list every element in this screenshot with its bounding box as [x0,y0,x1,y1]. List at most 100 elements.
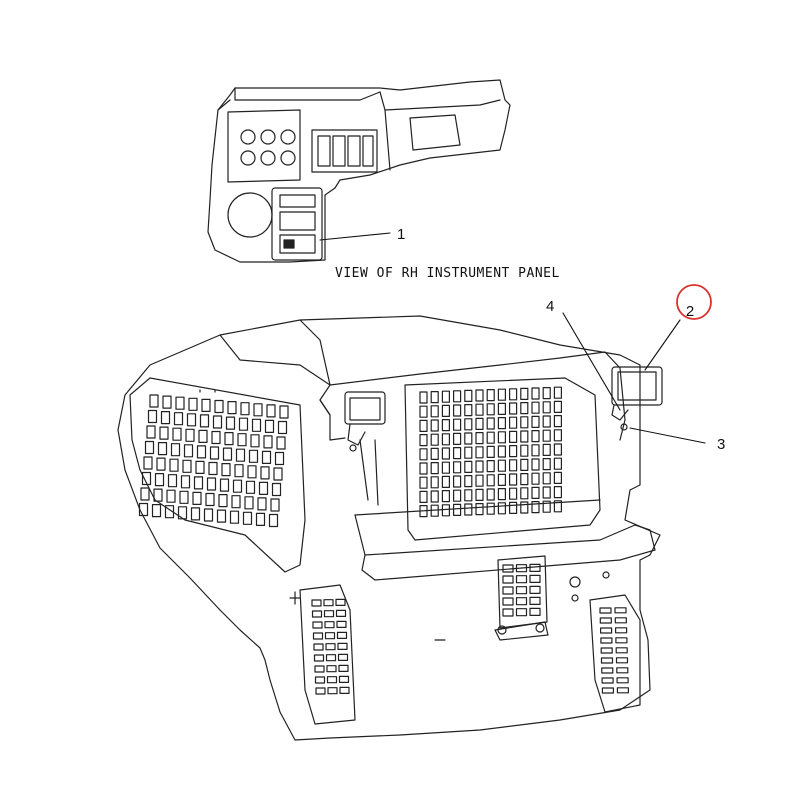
grille-slot [336,631,348,640]
grille-slot [255,512,266,527]
grille-slot [486,417,495,430]
grille-slot [264,419,275,433]
rear-window-grille [419,386,563,518]
grille-slot [324,621,335,629]
grille-slot [509,388,518,401]
grille-slot [160,411,171,425]
grille-slot [238,417,249,431]
grille-slot [203,508,214,522]
panel-caption: VIEW OF RH INSTRUMENT PANEL [335,266,560,281]
grille-slot [276,436,286,450]
grille-slot [146,425,156,439]
grille-slot [441,504,450,517]
grille-slot [209,446,220,460]
callout-1: 1 [397,226,405,243]
grille-slot [441,461,450,474]
grille-slot [464,503,473,516]
grille-slot [277,420,288,435]
grille-slot [338,664,349,673]
grille-slot [600,657,614,664]
grille-slot [190,507,201,521]
grille-slot [430,433,439,446]
callout-2: 2 [686,303,694,320]
grille-slot [464,460,473,473]
grille-slot [599,627,613,634]
grille-slot [615,657,629,664]
grille-slot [138,502,149,517]
grille-slot [553,457,563,470]
leader-line-3 [629,427,706,444]
callout-4: 4 [546,298,554,315]
grille-slot [173,412,184,426]
grille-slot [614,607,627,614]
grille-slot [225,416,236,430]
grille-slot [453,475,462,488]
grille-slot [531,387,540,400]
grille-slot [195,460,205,474]
grille-slot [441,390,450,403]
grille-slot [553,400,563,413]
grille-slot [542,429,551,442]
work-light [611,366,663,431]
grille-slot [441,475,450,488]
grille-slot [502,575,514,584]
grille-slot [520,444,529,457]
grille-slot [141,471,152,486]
grille-slot [326,676,338,684]
grille-slot [475,503,484,516]
grille-slot [509,473,518,486]
grille-slot [419,419,428,432]
grille-slot [313,654,325,662]
grille-slot [179,490,189,504]
grille-slot [599,617,612,624]
grille-slot [260,466,270,480]
grille-slot [614,627,628,634]
grille-slot [337,642,348,651]
grille-slot [515,586,528,595]
grille-slot [615,647,628,654]
grille-slot [237,433,247,447]
grille-slot [553,415,563,428]
grille-slot [151,504,162,518]
grille-slot [542,401,551,414]
grille-slot [497,388,506,401]
grille-slot [234,464,244,478]
grille-slot [229,510,240,524]
grille-slot [515,597,528,606]
grille-slot [312,632,324,640]
machine-rear-view [117,315,663,741]
grille-slot [419,405,428,418]
grille-slot [599,607,612,614]
grille-slot [475,417,484,430]
grille-slot [419,391,428,404]
grille-slot [324,632,336,640]
grille-slot [235,448,246,462]
grille-slot [419,448,428,461]
grille-slot [542,500,551,513]
grille-slot [212,415,223,429]
grille-slot [553,386,563,399]
grille-slot [464,418,473,431]
grille-slot [529,607,541,617]
grille-slot [206,477,217,491]
grille-slot [509,445,518,458]
grille-slot [616,667,629,674]
grille-slot [170,443,181,457]
grille-slot [529,574,541,584]
grille-slot [520,501,529,514]
grille-slot [313,643,324,651]
grille-slot [335,598,346,607]
grille-slot [268,513,279,528]
grille-slot [453,461,462,474]
grille-slot [441,419,450,432]
lower-left-grille [311,598,350,695]
grille-slot [553,443,563,456]
grille-slot [419,505,428,518]
grille-slot [419,476,428,489]
grille-slot [245,480,256,494]
grille-slot [337,653,349,662]
grille-slot [531,444,540,457]
grille-slot [274,451,285,466]
grille-slot [520,402,529,415]
grille-slot [615,637,628,644]
